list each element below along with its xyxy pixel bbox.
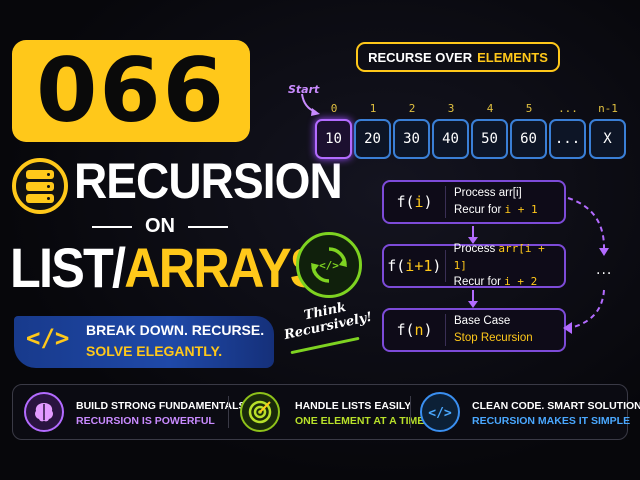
feature-separator	[410, 396, 411, 428]
flow-box-f-n: f(n) Base Case Stop Recursion	[382, 308, 566, 352]
flow-text: Base Case Stop Recursion	[454, 315, 533, 344]
title-divider-left	[92, 226, 132, 228]
title-on: ON	[145, 215, 175, 237]
feature-title: CLEAN CODE. SMART SOLUTIONS	[472, 400, 640, 412]
start-arrow-icon	[301, 93, 320, 116]
svg-text:</>: </>	[319, 259, 339, 272]
flow-text: Process arr[i] Recur for i + 1	[454, 187, 538, 216]
flow-box-f-i: f(i) Process arr[i] Recur for i + 1	[382, 180, 566, 224]
flow-fn: f(n)	[384, 314, 446, 346]
tagline-line1: BREAK DOWN. RECURSE.	[86, 322, 265, 338]
array-cell: 30	[393, 119, 430, 159]
title-arrays: ARRAYS	[124, 236, 323, 299]
array-index: 3	[447, 102, 455, 115]
array-index: 0	[330, 102, 338, 115]
array-index: 5	[525, 102, 533, 115]
title-list-arrays: LIST/ARRAYS	[10, 240, 323, 296]
feature-separator	[228, 396, 229, 428]
recycle-code-icon: </>	[296, 232, 362, 298]
code-icon: </>	[420, 392, 460, 432]
target-icon	[240, 392, 280, 432]
feature-subtitle: RECURSION MAKES IT SIMPLE	[472, 415, 631, 427]
features-panel	[12, 384, 628, 440]
flow-arrow-down	[468, 290, 478, 308]
array-cell: 60	[510, 119, 547, 159]
svg-text:</>: </>	[428, 406, 452, 421]
feature-subtitle: RECURSION IS POWERFUL	[76, 415, 215, 427]
array-index: 1	[369, 102, 377, 115]
episode-number: 066	[36, 39, 226, 142]
array-cell: 10	[315, 119, 352, 159]
recurse-header: RECURSE OVER ELEMENTS	[356, 42, 560, 72]
brain-icon	[24, 392, 64, 432]
tagline-banner	[14, 316, 274, 368]
title-divider-right	[188, 226, 228, 228]
array-index: n-1	[598, 102, 618, 115]
array-cell: 20	[354, 119, 391, 159]
flow-text: Process arr[i + 1] Recur for i + 2	[453, 242, 545, 288]
think-recursively-note: Think Recursively!	[280, 296, 374, 344]
array-index: ...	[558, 102, 578, 115]
flow-fn: f(i)	[384, 186, 446, 218]
array-index: 2	[408, 102, 416, 115]
tagline-line2: SOLVE ELEGANTLY.	[86, 343, 223, 359]
array-cell: 50	[471, 119, 508, 159]
recurse-header-yellow: ELEMENTS	[477, 49, 548, 65]
title-list: LIST/	[10, 236, 126, 299]
title-recursion: RECURSION	[74, 153, 343, 209]
database-stack-icon	[12, 158, 68, 214]
start-label: Start	[288, 83, 320, 96]
array-cell: X	[589, 119, 626, 159]
flow-fn: f(i+1)	[384, 250, 446, 282]
array-cell: ...	[549, 119, 586, 159]
flow-dots: ...	[596, 262, 613, 278]
array-cell: 40	[432, 119, 469, 159]
recurse-header-white: RECURSE OVER	[368, 49, 473, 65]
flow-box-f-i-plus-1: f(i+1) Process arr[i + 1] Recur for i + …	[382, 242, 566, 288]
episode-badge: 066	[12, 40, 250, 142]
flow-arrow-down	[468, 226, 478, 244]
code-brackets-icon: </>	[26, 324, 70, 352]
feature-subtitle: ONE ELEMENT AT A TIME	[295, 415, 425, 427]
feature-title: BUILD STRONG FUNDAMENTALS	[76, 400, 246, 412]
array-index: 4	[486, 102, 494, 115]
feature-title: HANDLE LISTS EASILY	[295, 400, 412, 412]
flow-curve-arrow-icon	[563, 197, 609, 334]
